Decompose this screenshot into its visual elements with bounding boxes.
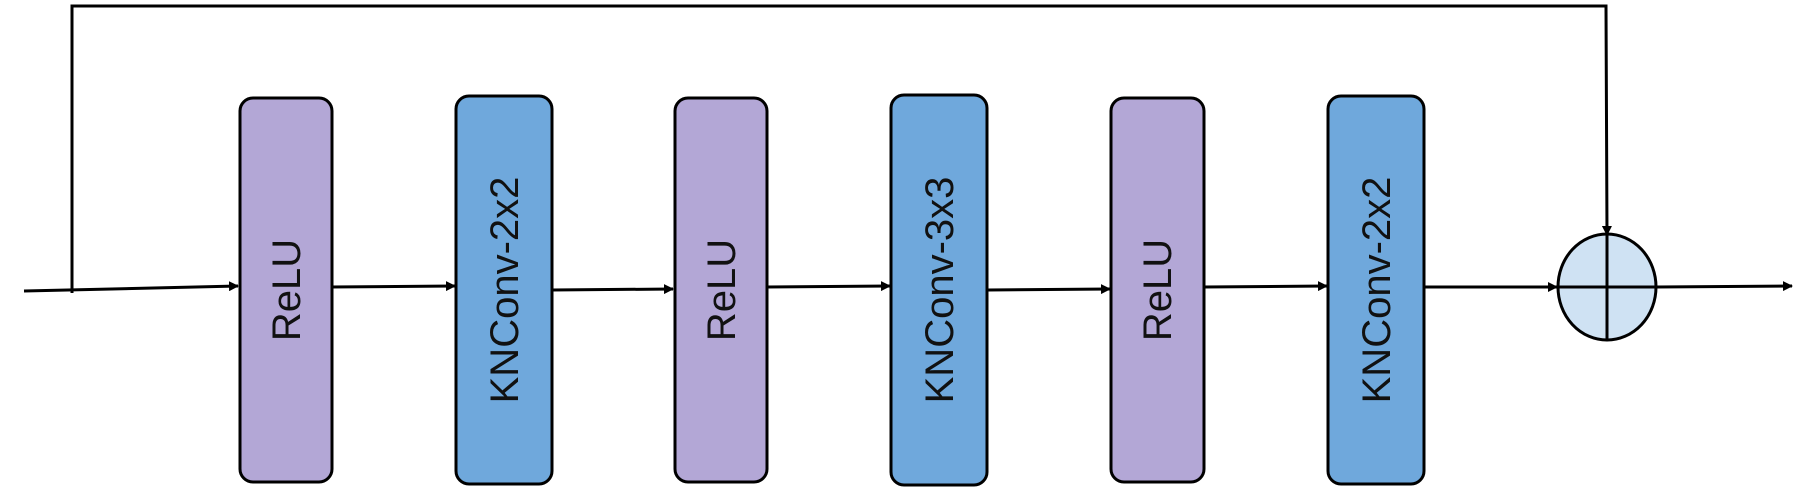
plus-icon: [1558, 234, 1656, 340]
block-label: KNConv-2x2: [483, 177, 527, 404]
flow-arrow: [1203, 281, 1328, 292]
input-arrow: [23, 281, 239, 293]
block-label: ReLU: [265, 239, 309, 341]
block-knconv-3x3: KNConv-3x3: [889, 93, 989, 487]
block-relu-1: ReLU: [238, 96, 334, 484]
block-label: ReLU: [1136, 239, 1180, 341]
skip-connection-arrow: [70, 4, 1612, 293]
layer-blocks: ReLU KNConv-2x2 ReLU KNConv-3x3 ReLU KNC…: [238, 93, 1426, 487]
block-label: KNConv-3x3: [918, 177, 962, 404]
sum-node: [1556, 232, 1658, 342]
flow-arrow: [987, 284, 1111, 295]
block-label: ReLU: [700, 239, 744, 341]
flow-arrow: [766, 281, 891, 292]
block-knconv-2x2-a: KNConv-2x2: [454, 94, 554, 486]
flow-arrow: [551, 284, 674, 295]
flow-arrows: [23, 281, 1793, 295]
block-relu-2: ReLU: [673, 96, 769, 484]
flow-arrow: [329, 281, 456, 292]
block-relu-3: ReLU: [1109, 96, 1206, 484]
block-label: KNConv-2x2: [1355, 177, 1399, 404]
output-arrow: [1656, 281, 1793, 292]
block-knconv-2x2-b: KNConv-2x2: [1326, 94, 1426, 486]
